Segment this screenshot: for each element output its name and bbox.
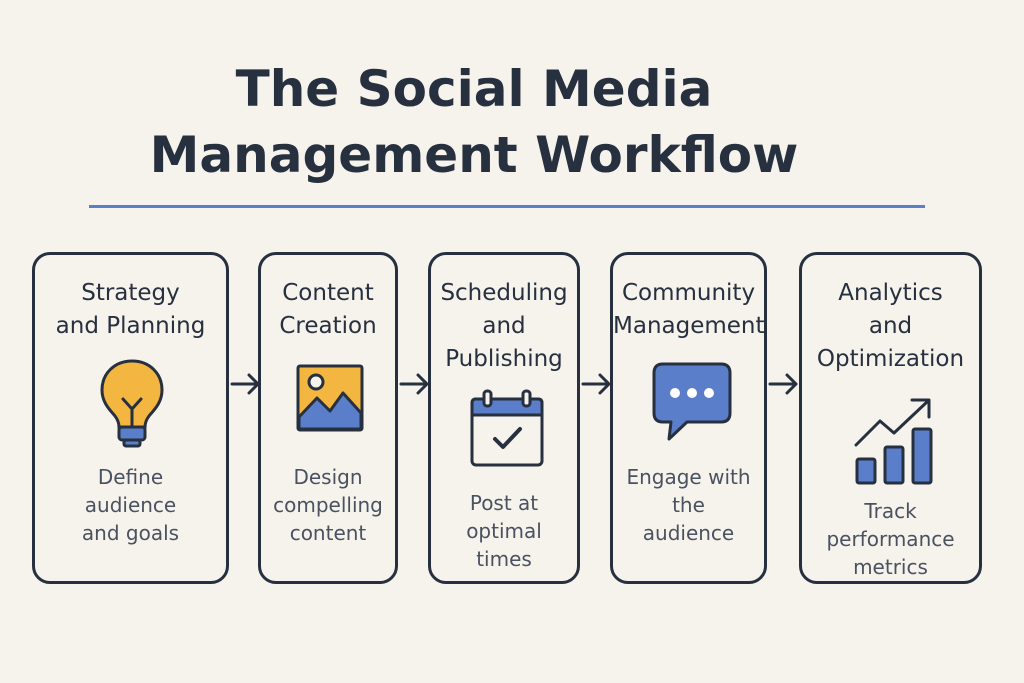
diagram-title-line-2: Management Workflow (149, 126, 799, 184)
step-description: Define audience and goals (81, 465, 180, 545)
step-description: Track performance metrics (826, 499, 955, 579)
step-card-scheduling: Scheduling and Publishing Post at optima… (428, 252, 580, 584)
step-description: Post at optimal times (466, 491, 542, 571)
step-description: Design compelling content (273, 465, 383, 545)
step-title: Analytics and Optimization (816, 280, 965, 372)
step-title: Scheduling and Publishing (440, 280, 568, 372)
title-divider (89, 205, 925, 208)
calendar-check-icon (470, 389, 544, 467)
step-description: Engage with the audience (626, 465, 751, 545)
arrow-right-icon (581, 373, 611, 395)
step-card-community: Community Management Engage with the aud… (610, 252, 767, 584)
chat-bubble-icon (652, 362, 732, 441)
step-title: Strategy and Planning (55, 280, 206, 339)
arrow-right-icon (768, 373, 798, 395)
step-title: Content Creation (279, 280, 377, 339)
image-icon (296, 364, 364, 432)
step-title: Community Management (613, 280, 765, 339)
growth-chart-icon (854, 398, 933, 485)
arrow-right-icon (399, 373, 429, 395)
lightbulb-icon (100, 359, 164, 448)
diagram-title-line-1: The Social Media (235, 60, 713, 118)
step-card-content-creation: Content Creation Design compelling conte… (258, 252, 398, 584)
step-card-strategy: Strategy and Planning Define audience an… (32, 252, 229, 584)
step-card-analytics: Analytics and Optimization Track perform… (799, 252, 982, 584)
